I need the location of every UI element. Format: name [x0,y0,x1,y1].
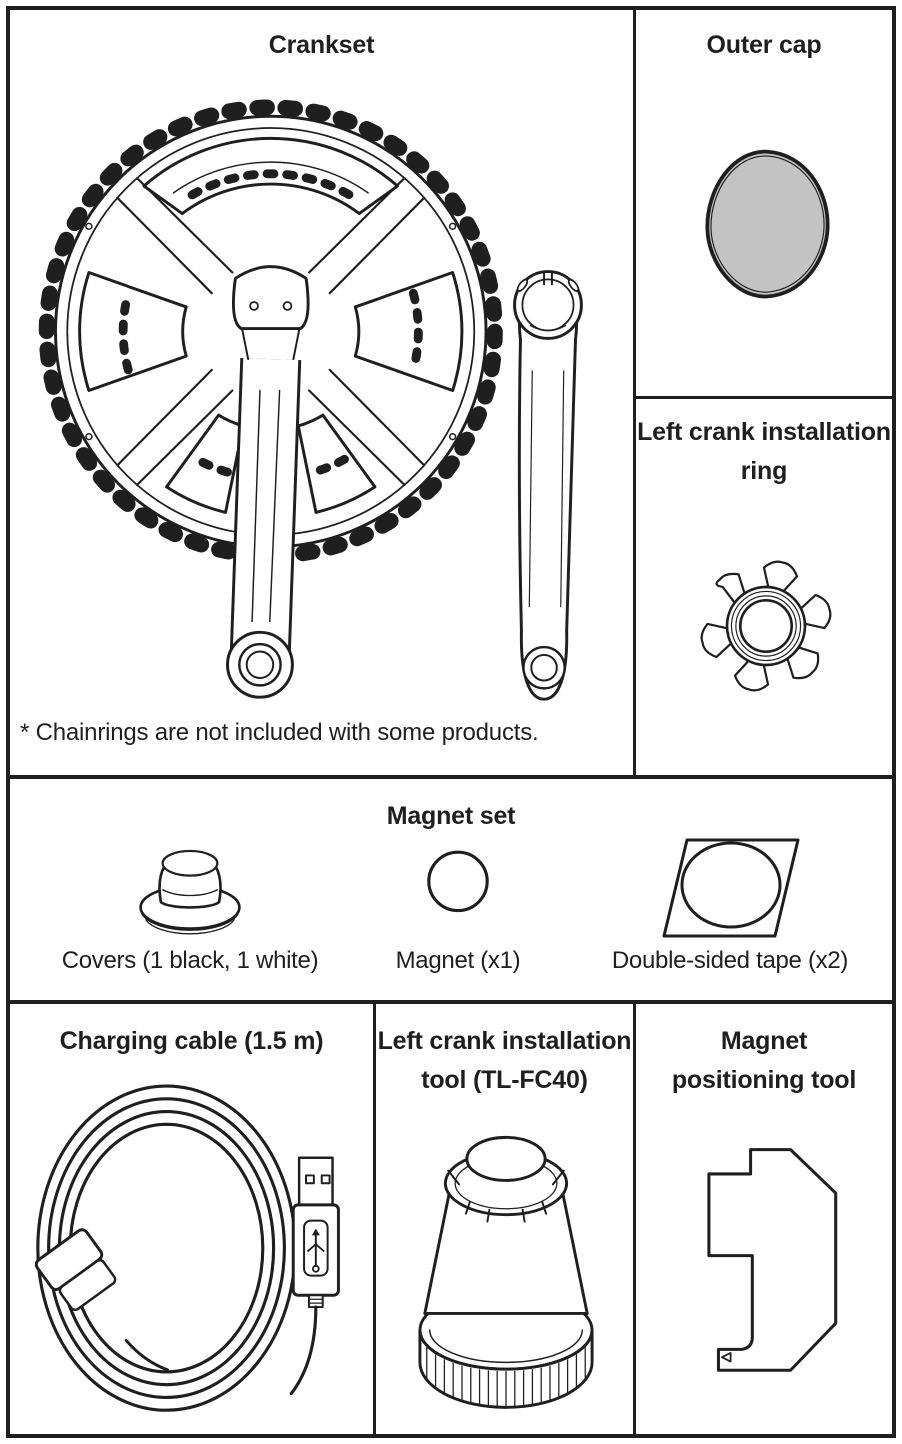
left-crank-installation-tool-icon [413,1110,599,1423]
magnet-positioning-tool-icon [695,1140,847,1379]
crankset-icon [25,72,605,709]
outer-cap-title: Outer cap [706,31,822,59]
outer-border [6,6,896,1438]
charging-cable-title: Charging cable (1.5 m) [59,1027,324,1055]
grid-line-vertical-top [633,10,636,775]
outer-cap-icon [697,146,838,306]
grid-line-magnet-top [10,775,892,779]
grid-line-vertical-bottom-2 [633,1004,636,1434]
magnet-label: Magnet (x1) [395,947,521,974]
chainring-note: * Chainrings are not included with some … [20,719,539,746]
magnet-set-title: Magnet set [386,802,516,830]
magnet-tool-title: Magnet positioning tool [671,1027,857,1094]
grid-line-right-column [636,396,892,399]
install-ring-title: Left crank installation ring [637,418,891,485]
double-sided-tape-icon [649,835,809,943]
double-sided-tape-label: Double-sided tape (x2) [611,947,849,974]
covers-label: Covers (1 black, 1 white) [61,947,319,974]
grid-line-bottom-row [10,1000,892,1004]
install-tool-title: Left crank installation tool (TL-FC40) [377,1027,632,1094]
covers-icon [115,835,265,941]
charging-cable-icon [28,1083,362,1427]
crankset-title: Crankset [268,31,375,59]
magnet-icon [411,848,505,921]
grid-line-vertical-bottom-1 [373,1004,376,1434]
left-crank-installation-ring-icon [696,556,836,696]
